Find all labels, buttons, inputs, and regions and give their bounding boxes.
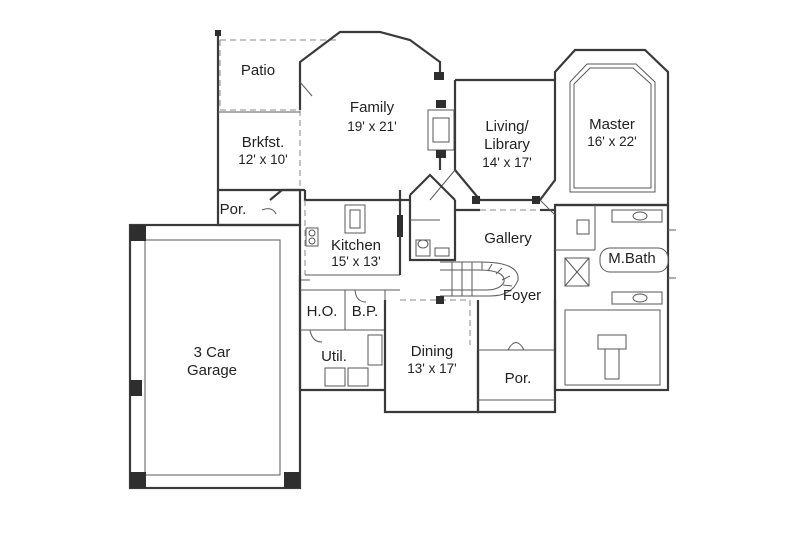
room-label-bp: B.P. xyxy=(352,303,378,320)
room-label-gallery: Gallery xyxy=(484,230,532,247)
room-label-por-side: Por. xyxy=(220,201,247,218)
room-label-living-1: Living/ xyxy=(485,118,529,135)
kitchen-walls xyxy=(303,190,410,276)
garage-walls xyxy=(128,223,310,490)
room-size-living: 14' x 17' xyxy=(482,155,531,170)
patio-area xyxy=(215,30,340,112)
room-label-living-2: Library xyxy=(484,136,530,153)
room-label-ho: H.O. xyxy=(307,303,338,320)
room-label-garage-2: Garage xyxy=(187,362,237,379)
front-porch xyxy=(476,300,557,414)
master-bath-walls xyxy=(553,203,676,392)
gallery-foyer-walls xyxy=(429,169,556,345)
room-size-brkfst: 12' x 10' xyxy=(238,152,287,167)
powder-room xyxy=(408,173,457,262)
fireplace xyxy=(427,100,455,170)
room-label-brkfst: Brkfst. xyxy=(242,134,285,151)
room-label-kitchen: Kitchen xyxy=(331,237,381,254)
room-label-dining: Dining xyxy=(411,343,454,360)
room-label-foyer: Foyer xyxy=(503,287,541,304)
room-label-garage-1: 3 Car xyxy=(194,344,231,361)
room-label-patio: Patio xyxy=(241,62,275,79)
room-size-master: 16' x 22' xyxy=(587,134,636,149)
room-label-master: Master xyxy=(589,116,635,133)
room-label-por-front: Por. xyxy=(505,370,532,387)
room-label-util: Util. xyxy=(321,348,347,365)
room-label-family: Family xyxy=(350,99,395,116)
curved-stair xyxy=(440,261,519,297)
room-size-family: 19' x 21' xyxy=(347,119,396,134)
room-label-mbath: M.Bath xyxy=(608,250,656,267)
room-size-dining: 13' x 17' xyxy=(407,361,456,376)
room-size-kitchen: 15' x 13' xyxy=(331,254,380,269)
